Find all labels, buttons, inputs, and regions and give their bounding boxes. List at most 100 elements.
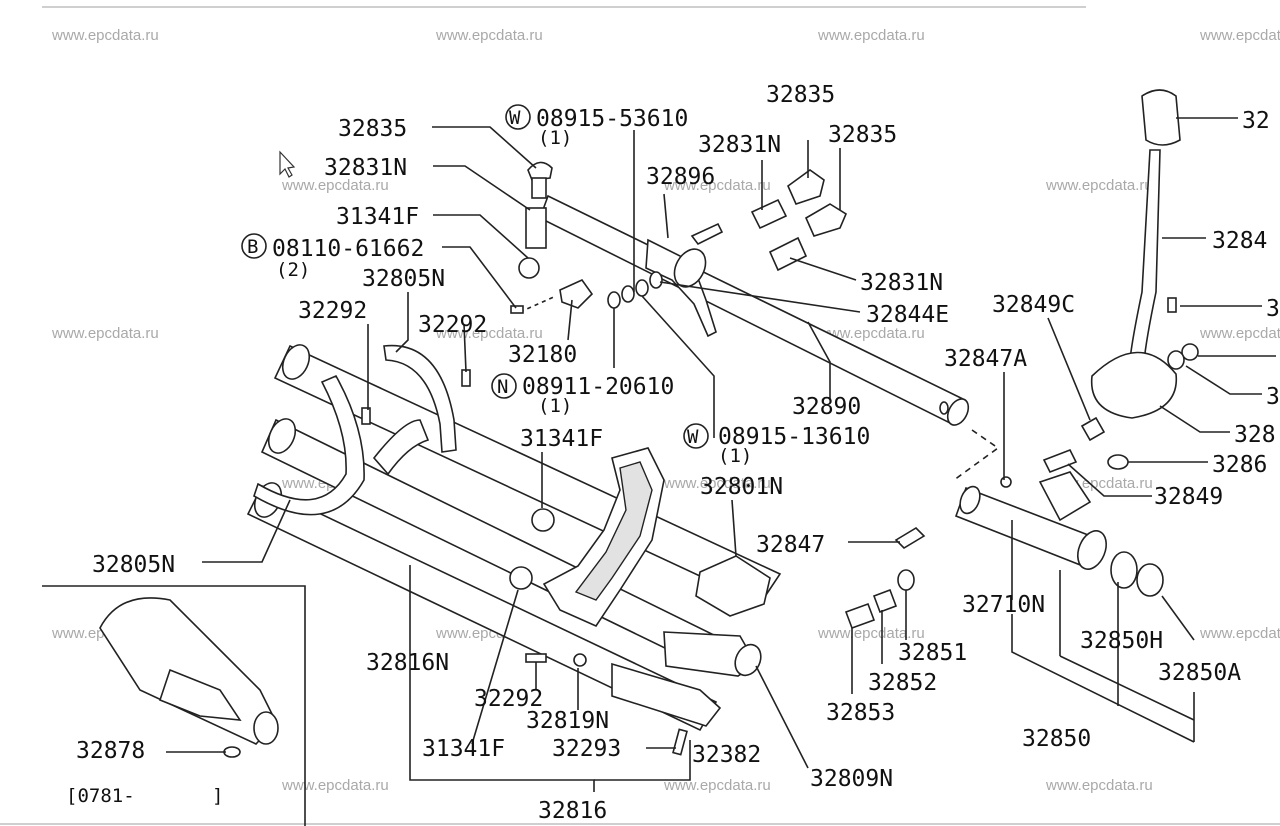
part-label: 31341F: [336, 204, 419, 230]
clip-32847a: [1000, 476, 1012, 488]
watermark: www.epcdata.ru: [1199, 325, 1280, 342]
bolt-callout-icon: [241, 233, 267, 259]
ring-32878: [223, 746, 241, 758]
part-label: 32852: [868, 670, 937, 696]
block-32382: [611, 662, 722, 727]
part-label: 32850: [1022, 726, 1091, 752]
bolt-32835-c: [804, 203, 848, 237]
bolt-32849c: [1080, 416, 1106, 442]
part-label: 08911-20610: [522, 374, 674, 400]
bolt-dash: [519, 295, 557, 313]
watermark: www.epcdata.ru: [51, 27, 159, 44]
watermark: www.epcdata.ru: [1199, 625, 1280, 642]
washer-callout-icon: [505, 104, 531, 130]
part-label: 08915-13610: [718, 424, 870, 450]
watermark: www.epcdata.ru: [817, 325, 925, 342]
part-label: 32896: [646, 164, 715, 190]
part-label: 32292: [418, 312, 487, 338]
rail-3: [246, 484, 718, 732]
watermark: www.epcdata.ru: [1045, 177, 1153, 194]
part-label: 32853: [826, 700, 895, 726]
part-label: 32180: [508, 342, 577, 368]
watermark: www.epcdata.ru: [1199, 27, 1280, 44]
part-label: 3: [1266, 296, 1280, 322]
part-label: 32801N: [700, 474, 783, 500]
washer-callout-icon: [683, 423, 709, 449]
part-label: 32847: [756, 532, 825, 558]
rail-end: [281, 344, 311, 380]
part-label: 32831N: [860, 270, 943, 296]
callout-letter: W: [509, 107, 521, 129]
bolt-32835-b: [787, 169, 825, 205]
part-label: 32809N: [810, 766, 893, 792]
rod-lever: [1038, 471, 1092, 522]
callout-letter: N: [497, 376, 508, 398]
ball-32851: [897, 569, 915, 591]
part-label: (1): [538, 127, 572, 149]
bracket-32180: [559, 278, 594, 309]
part-label: 32849C: [992, 292, 1075, 318]
part-label: 32850A: [1158, 660, 1241, 686]
bush: [1181, 343, 1199, 361]
part-label: 32851: [898, 640, 967, 666]
part-drawings: [42, 89, 1199, 826]
shaft-hole: [939, 401, 949, 415]
part-label: 32835: [338, 116, 407, 142]
part-label: 32: [1242, 108, 1270, 134]
part-labels: 32835 32831N 31341F 08110-61662 (2) 3280…: [66, 82, 1280, 824]
watermark: www.epcdata.ru: [435, 325, 543, 342]
part-label: 31341F: [520, 426, 603, 452]
lug: [690, 222, 724, 246]
rod-collar: [1077, 530, 1107, 570]
part-label: 32835: [766, 82, 835, 108]
part-label: 32844E: [866, 302, 949, 328]
watermarks: www.epcdata.ru www.epcdata.ru www.epcdat…: [51, 27, 1280, 794]
spring-32852: [872, 588, 898, 614]
part-label: 32831N: [698, 132, 781, 158]
part-label: 32819N: [526, 708, 609, 734]
part-label: 32890: [792, 394, 861, 420]
part-label: (1): [538, 395, 572, 417]
part-label: 32849: [1154, 484, 1223, 510]
watermark: www.epcdata.ru: [663, 475, 771, 492]
plug-32853: [844, 602, 876, 630]
ball-31341f-b: [531, 508, 555, 532]
pin-32292-b: [461, 369, 471, 387]
cursor-icon: [279, 150, 296, 178]
fork-32805n-upper: [383, 344, 457, 453]
part-label: 32816: [538, 798, 607, 824]
inset-fork: [99, 597, 277, 745]
part-label: 32805N: [92, 552, 175, 578]
part-label: 3284: [1212, 228, 1267, 254]
pin-32292: [361, 407, 371, 425]
callout-letter: B: [247, 236, 258, 258]
watermark: www.epcdata.ru: [435, 27, 543, 44]
watermark: www.epcdata.ru: [281, 777, 389, 794]
rod-end: [959, 485, 981, 515]
pin-32849: [1042, 448, 1078, 474]
washer: [607, 291, 621, 309]
part-label: [0781-: [66, 785, 135, 807]
part-label: 32710N: [962, 592, 1045, 618]
watermark: www.epcdata.ru: [663, 177, 771, 194]
fork-32801n-shade: [574, 461, 653, 601]
ball-31341f-c: [509, 566, 533, 590]
pin-32292-c: [525, 653, 547, 663]
part-label: 32293: [552, 736, 621, 762]
cap-32850a: [1136, 563, 1164, 597]
fork-piece: [372, 419, 430, 476]
part-label: 32847A: [944, 346, 1027, 372]
washer: [635, 279, 649, 297]
part-label: 32835: [828, 122, 897, 148]
part-label: 32382: [692, 742, 761, 768]
part-label: (2): [276, 259, 310, 281]
spring-outline: [525, 207, 547, 249]
nut-callout-icon: [491, 373, 517, 399]
part-label: 32831N: [324, 155, 407, 181]
watermark: www.epcdata.ru: [663, 777, 771, 794]
part-label: 32816N: [366, 650, 449, 676]
rail-end: [267, 418, 297, 454]
watermark: www.epcdata.ru: [817, 625, 925, 642]
pin-32293: [672, 728, 688, 756]
bush-b: [1167, 350, 1185, 370]
